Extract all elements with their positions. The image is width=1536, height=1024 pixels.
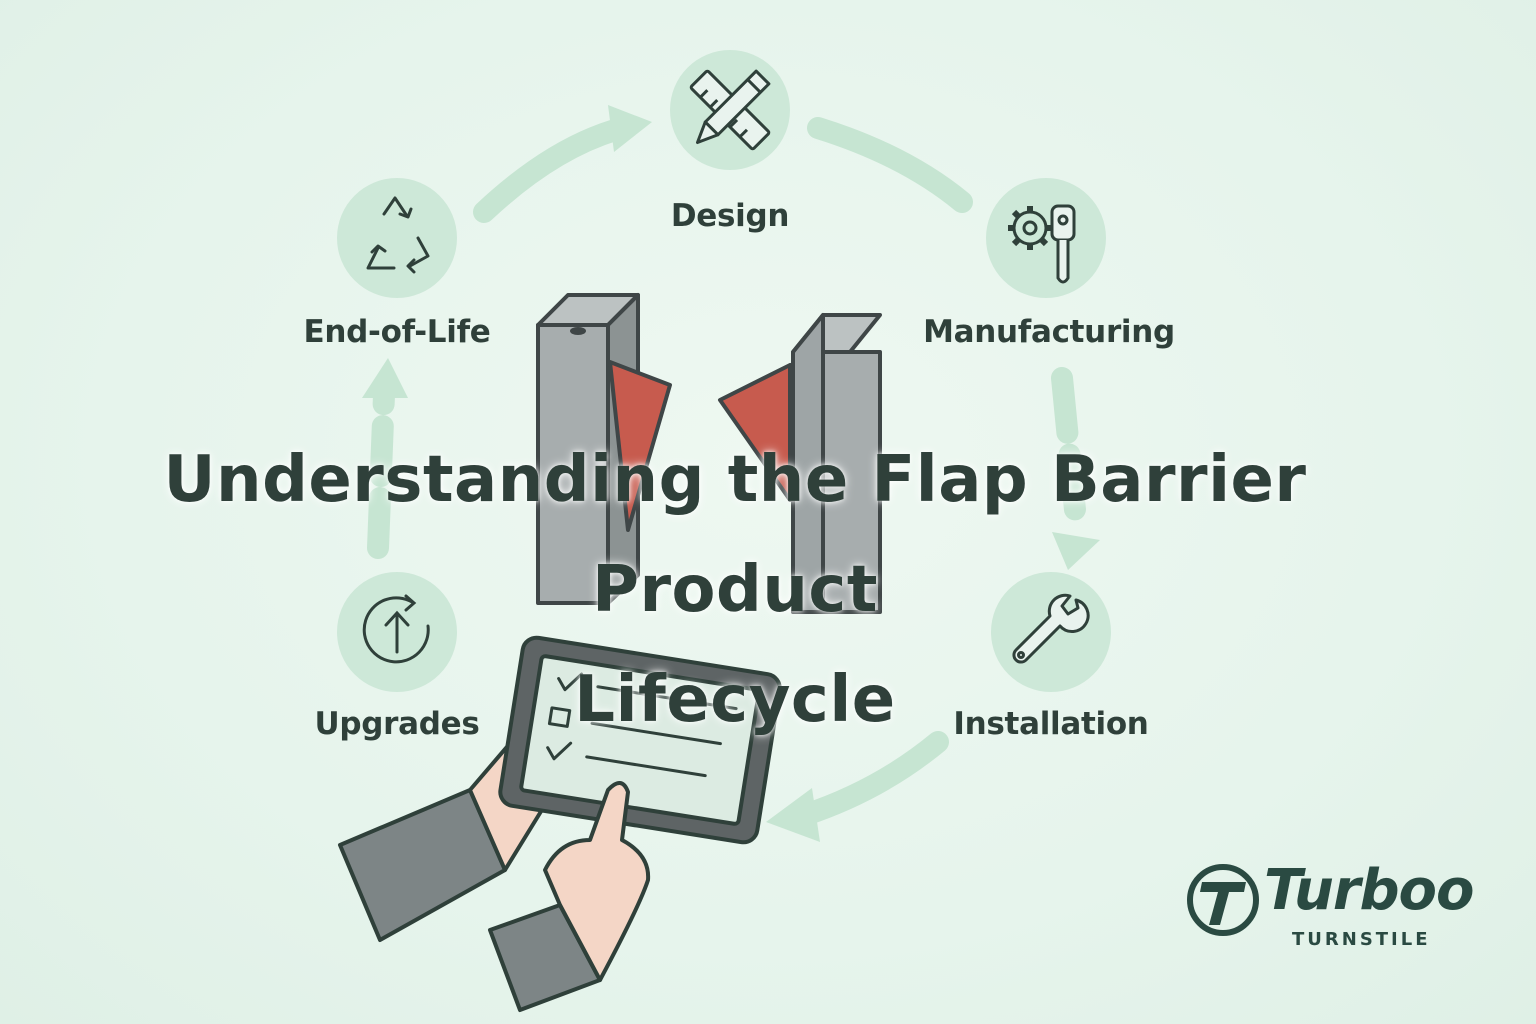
arrowhead-installation	[1052, 532, 1100, 570]
arrowhead-design	[608, 105, 652, 152]
pencil-ruler-icon	[689, 69, 771, 151]
logo-subtitle: TURNSTILE	[1292, 929, 1431, 950]
stage-label-end-of-life: End-of-Life	[303, 314, 491, 350]
turboo-logo-mark	[1187, 864, 1259, 936]
stage-label-design: Design	[670, 198, 790, 234]
tablet-screen	[519, 654, 761, 826]
arrow-heads	[362, 105, 1100, 842]
tablet-hands-illustration	[338, 635, 782, 1012]
left-flap	[608, 360, 672, 532]
manufacturing-circle	[986, 178, 1106, 298]
stage-label-installation: Installation	[953, 706, 1149, 742]
gear-machine-icon	[1008, 204, 1076, 284]
title-line-2: Lifecycle	[574, 663, 896, 738]
arrow-manufacturing-to-installation	[1051, 367, 1087, 531]
cycle-arrows	[367, 117, 1087, 826]
arrow-upgrades-to-eol	[367, 384, 395, 559]
logo-wordmark: Turboo	[1264, 858, 1474, 923]
wrench-icon	[1012, 593, 1090, 664]
right-flap	[718, 363, 792, 502]
recycle-icon	[366, 196, 430, 274]
arrowhead-eol	[362, 358, 408, 398]
upgrade-arrow-icon	[362, 594, 430, 664]
arrow-design-to-manufacturing	[807, 117, 973, 213]
right-cabinet-front	[821, 350, 882, 614]
flap-barrier-illustration	[536, 293, 882, 614]
tablet	[498, 635, 782, 845]
stage-label-manufacturing: Manufacturing	[923, 314, 1175, 350]
arrow-installation-to-upgrades	[794, 731, 949, 826]
eol-circle	[337, 178, 457, 298]
left-cabinet-front	[536, 323, 610, 605]
arrow-eol-to-design	[473, 119, 626, 223]
title-line-1: Understanding the Flap Barrier Product	[163, 443, 1307, 628]
arrowhead-upgrades	[766, 788, 820, 842]
stage-label-upgrades: Upgrades	[314, 706, 480, 742]
page-title: Understanding the Flap Barrier Product L…	[40, 425, 1430, 755]
right-hand	[543, 781, 651, 982]
